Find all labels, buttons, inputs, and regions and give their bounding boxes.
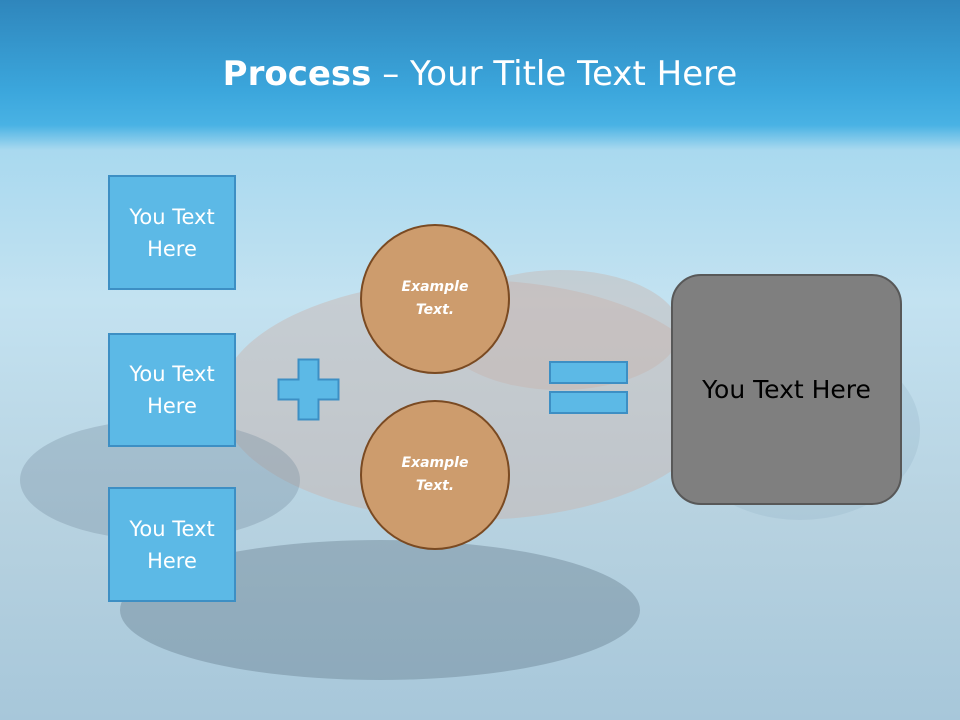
title-rest: Your Title Text Here (410, 54, 738, 94)
input-box-label: You Text Here (129, 204, 215, 261)
input-box-1[interactable]: You Text Here (108, 175, 236, 290)
input-box-3[interactable]: You Text Here (108, 487, 236, 602)
input-box-label: You Text Here (129, 362, 215, 418)
result-label: You Text Here (702, 375, 871, 404)
circle-text-line1: Example (401, 455, 469, 471)
equals-icon (549, 361, 628, 414)
circle-text-line1: Example (401, 279, 469, 295)
circle-text-line2: Text. (415, 302, 455, 318)
result-box[interactable]: You Text Here (671, 274, 902, 505)
slide-title: Process – Your Title Text Here (0, 50, 960, 98)
title-bold: Process (222, 54, 372, 94)
plus-icon (277, 358, 340, 421)
circle-text-line2: Text. (415, 478, 455, 494)
title-dash: – (371, 54, 411, 94)
input-box-2[interactable]: You Text Here (108, 333, 236, 447)
input-box-label: You Text Here (129, 516, 215, 573)
